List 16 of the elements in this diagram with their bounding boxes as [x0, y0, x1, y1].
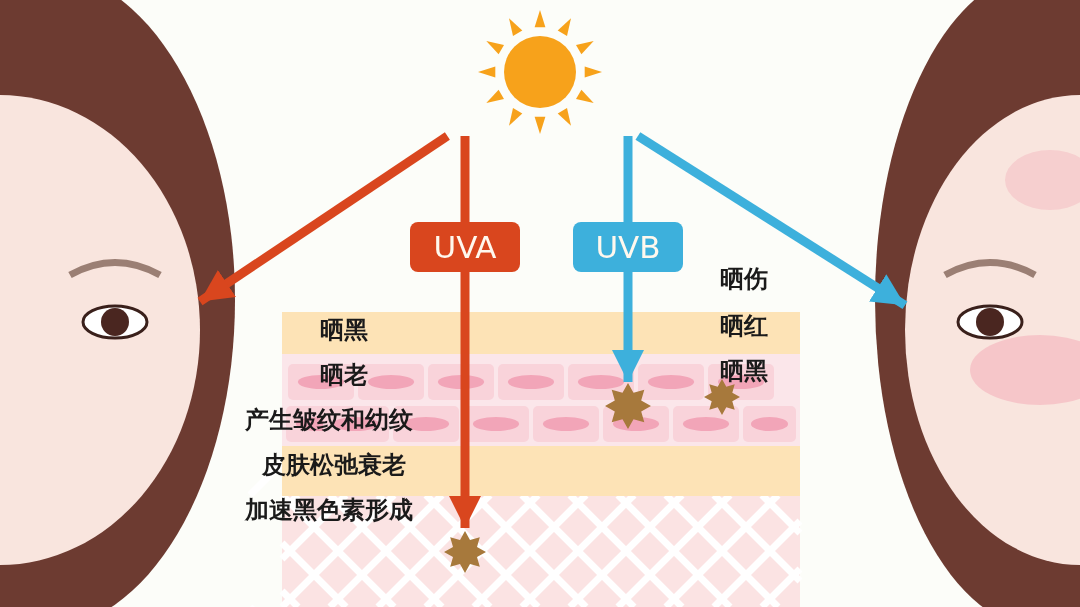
face-drawing	[905, 95, 1080, 565]
edge-label: UVB	[573, 222, 683, 272]
text-label: 晒红	[720, 312, 768, 340]
text-label: 产生皱纹和幼纹	[245, 406, 413, 434]
edge-label: UVA	[410, 222, 520, 272]
text-label: 晒黑	[720, 357, 768, 385]
arrow	[197, 132, 450, 306]
text-label: 晒黑	[320, 316, 368, 344]
star-icon	[603, 382, 653, 430]
text-label: 加速黑色素形成	[245, 496, 413, 524]
arrow	[448, 136, 482, 528]
text-label: 晒伤	[720, 265, 768, 293]
arrow	[635, 132, 908, 309]
text-label: 晒老	[320, 361, 368, 389]
face-drawing	[0, 95, 200, 565]
text-label: 皮肤松弛衰老	[262, 451, 406, 479]
